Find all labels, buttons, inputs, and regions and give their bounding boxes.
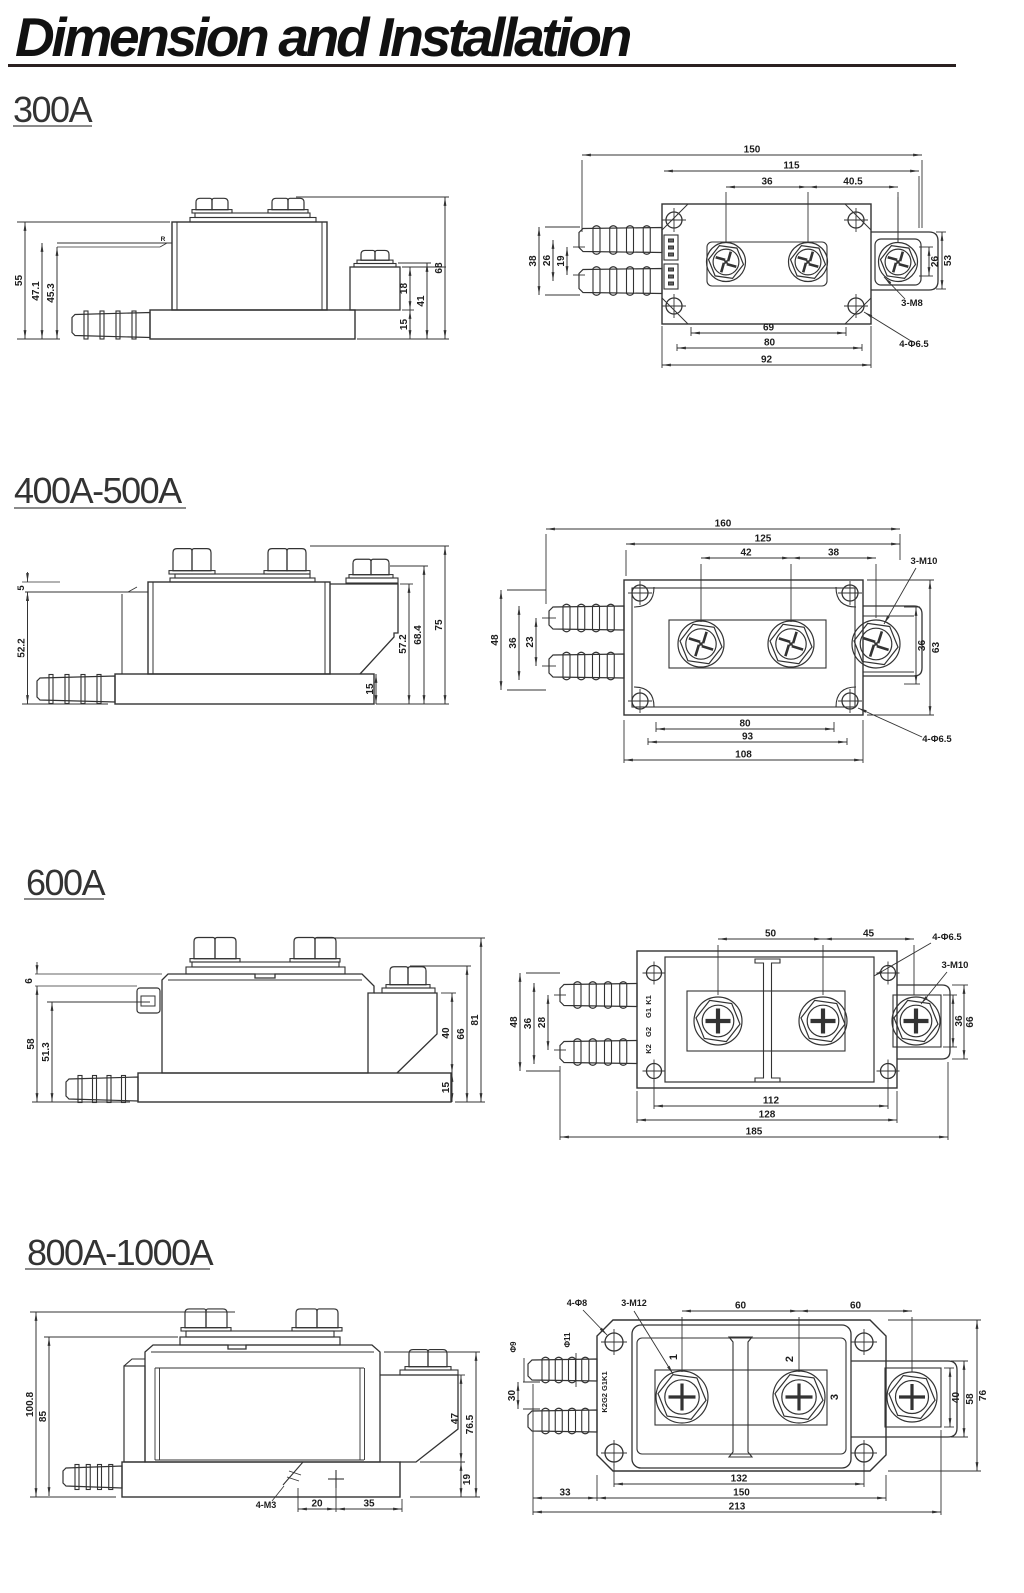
svg-text:68.4: 68.4 — [413, 625, 424, 645]
svg-text:160: 160 — [715, 519, 732, 530]
svg-text:48: 48 — [509, 1016, 520, 1028]
svg-text:85: 85 — [38, 1411, 49, 1423]
svg-text:108: 108 — [735, 750, 752, 761]
svg-text:15: 15 — [441, 1082, 452, 1094]
svg-text:5: 5 — [16, 585, 27, 591]
svg-text:4-Φ8: 4-Φ8 — [567, 1298, 587, 1308]
svg-text:69: 69 — [763, 323, 775, 334]
svg-text:3-M10: 3-M10 — [942, 960, 969, 971]
svg-text:4-Φ6.5: 4-Φ6.5 — [899, 339, 929, 350]
svg-text:132: 132 — [731, 1474, 748, 1485]
svg-text:1: 1 — [668, 1354, 680, 1360]
svg-text:115: 115 — [783, 161, 800, 172]
svg-text:55: 55 — [14, 275, 25, 287]
svg-text:Φ9: Φ9 — [509, 1341, 518, 1353]
svg-text:38: 38 — [828, 548, 840, 559]
svg-text:G2: G2 — [644, 1027, 653, 1037]
svg-text:4-Φ6.5: 4-Φ6.5 — [922, 734, 952, 745]
svg-text:3: 3 — [829, 1394, 841, 1400]
svg-text:40.5: 40.5 — [843, 177, 863, 188]
svg-text:R: R — [161, 236, 166, 243]
svg-text:47: 47 — [450, 1413, 461, 1425]
svg-text:G1: G1 — [644, 1008, 653, 1018]
svg-text:42: 42 — [740, 548, 752, 559]
svg-text:36: 36 — [508, 637, 519, 649]
svg-text:4-M3: 4-M3 — [256, 1500, 277, 1510]
svg-text:58: 58 — [26, 1038, 37, 1050]
svg-text:150: 150 — [733, 1488, 750, 1499]
svg-text:185: 185 — [746, 1127, 763, 1138]
svg-text:51.3: 51.3 — [41, 1042, 52, 1062]
svg-text:81: 81 — [470, 1014, 481, 1026]
svg-text:63: 63 — [931, 642, 942, 654]
svg-text:80: 80 — [739, 719, 751, 730]
svg-text:80: 80 — [764, 338, 776, 349]
svg-text:125: 125 — [755, 534, 772, 545]
svg-text:213: 213 — [729, 1502, 746, 1513]
svg-text:53: 53 — [943, 255, 954, 267]
svg-text:4-Φ6.5: 4-Φ6.5 — [932, 932, 962, 943]
svg-text:35: 35 — [363, 1499, 375, 1510]
svg-text:128: 128 — [759, 1110, 776, 1121]
svg-text:76: 76 — [978, 1390, 989, 1402]
svg-text:Φ11: Φ11 — [563, 1332, 572, 1348]
svg-text:41: 41 — [416, 295, 427, 307]
svg-text:60: 60 — [850, 1301, 862, 1312]
svg-text:15: 15 — [365, 683, 376, 695]
svg-text:48: 48 — [490, 634, 501, 646]
svg-text:30: 30 — [507, 1390, 518, 1402]
svg-text:76.5: 76.5 — [465, 1414, 476, 1434]
svg-text:38: 38 — [528, 255, 539, 267]
svg-text:K2G2 G1K1: K2G2 G1K1 — [600, 1371, 609, 1412]
svg-text:6: 6 — [24, 978, 35, 984]
svg-text:57.2: 57.2 — [398, 634, 409, 654]
svg-text:19: 19 — [556, 255, 567, 267]
svg-text:92: 92 — [761, 355, 773, 366]
svg-text:36: 36 — [761, 177, 773, 188]
svg-text:68: 68 — [434, 262, 445, 274]
svg-text:45: 45 — [863, 929, 875, 940]
svg-text:66: 66 — [965, 1016, 976, 1028]
svg-text:K1: K1 — [644, 995, 653, 1005]
svg-text:18: 18 — [399, 283, 410, 295]
svg-text:60: 60 — [735, 1301, 747, 1312]
svg-text:3-M12: 3-M12 — [621, 1298, 647, 1308]
svg-text:112: 112 — [763, 1096, 780, 1107]
svg-text:52.2: 52.2 — [17, 638, 28, 658]
svg-text:2: 2 — [784, 1356, 796, 1362]
svg-text:45.3: 45.3 — [46, 283, 57, 303]
svg-text:36: 36 — [523, 1018, 534, 1030]
svg-text:150: 150 — [744, 145, 761, 156]
svg-text:26: 26 — [930, 256, 941, 268]
svg-text:33: 33 — [559, 1488, 571, 1499]
svg-text:58: 58 — [965, 1393, 976, 1405]
svg-text:19: 19 — [462, 1474, 473, 1486]
svg-text:50: 50 — [765, 929, 777, 940]
svg-text:15: 15 — [399, 319, 410, 331]
svg-text:40: 40 — [441, 1027, 452, 1039]
svg-text:100.8: 100.8 — [25, 1392, 36, 1417]
svg-text:20: 20 — [311, 1499, 323, 1510]
svg-text:36: 36 — [954, 1015, 965, 1027]
svg-text:36: 36 — [917, 640, 928, 652]
svg-text:23: 23 — [525, 636, 536, 648]
svg-text:28: 28 — [537, 1017, 548, 1029]
svg-text:93: 93 — [742, 732, 754, 743]
svg-text:66: 66 — [456, 1028, 467, 1040]
svg-text:26: 26 — [542, 255, 553, 267]
svg-text:3-M10: 3-M10 — [911, 556, 938, 567]
svg-text:47.1: 47.1 — [31, 281, 42, 301]
svg-text:3-M8: 3-M8 — [901, 298, 923, 309]
svg-text:75: 75 — [434, 619, 445, 631]
svg-text:K2: K2 — [644, 1044, 653, 1054]
svg-text:40: 40 — [951, 1392, 962, 1404]
